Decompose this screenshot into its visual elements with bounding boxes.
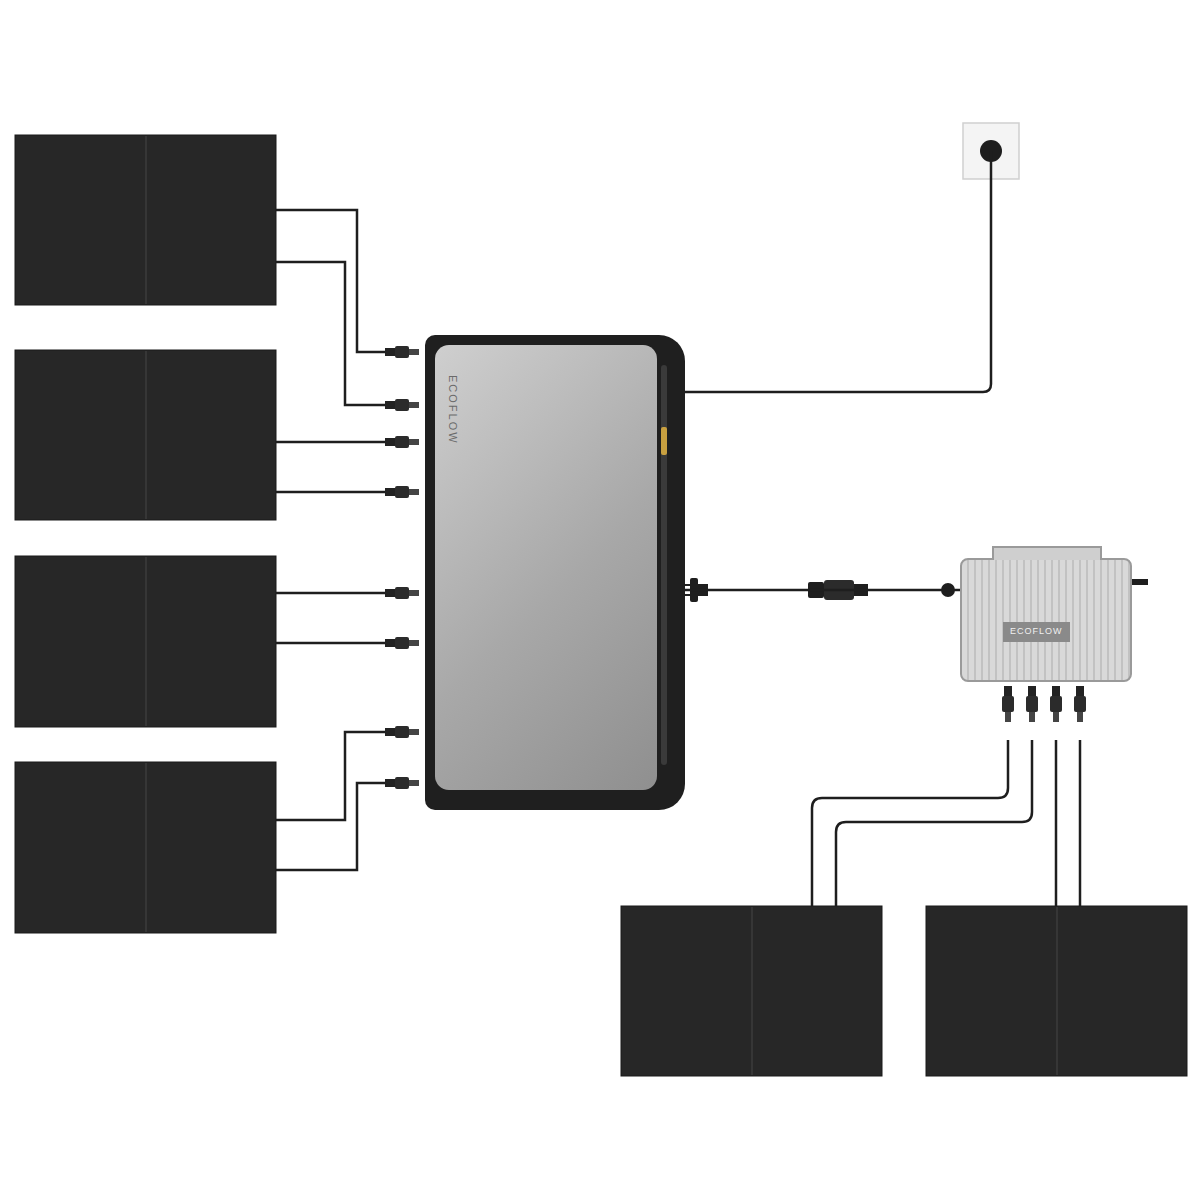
brand-logo: ECOFLOW [1010,626,1063,636]
status-light [661,427,667,455]
micro-inverter: ECOFLOW [960,558,1132,682]
mc4-connector [1002,686,1086,722]
solar-cable [812,740,1080,906]
panel-divider [146,136,1057,1075]
ac-cable [685,589,960,592]
grid-cable [685,151,991,392]
solar-panel [15,135,1187,1076]
mc4-connector [385,346,419,789]
mounting-bracket [992,546,1102,560]
handle-strip [661,365,667,765]
silver-front [435,345,657,790]
inverter-output-stub [1130,579,1148,585]
solar-cable [276,210,385,870]
battery-unit: ECOFLOW [425,335,685,810]
brand-logo: ECOFLOW [447,375,459,445]
